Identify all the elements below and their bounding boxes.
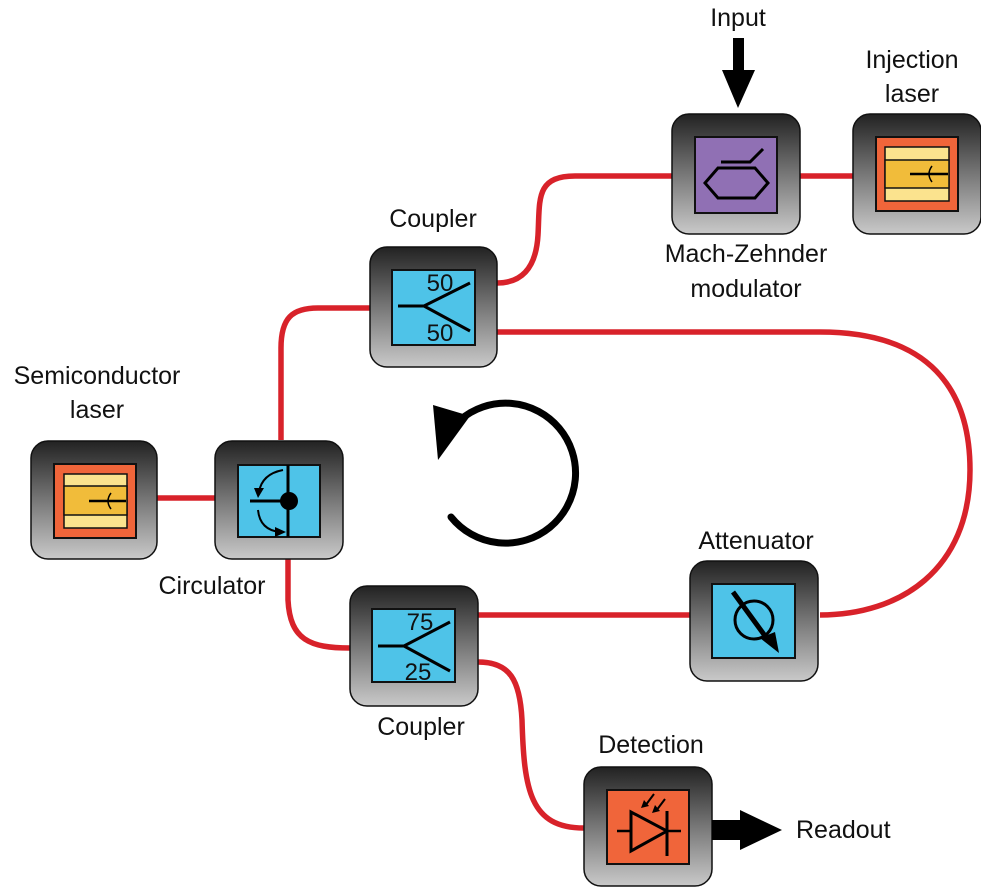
semiconductor-laser-label-line2: laser [70,396,124,424]
loop-direction-icon [433,399,580,547]
semiconductor-laser-label-line1: Semiconductor [14,362,181,390]
mzm-label-line2: modulator [690,275,801,303]
fiber-coupler-bottom-to-detection [477,659,585,831]
coupler-top-ratio-bottom: 50 [427,320,454,347]
coupler-top-ratio-top: 50 [427,270,454,297]
fiber-coupler-top-to-circulator [278,305,370,440]
semiconductor-laser-module[interactable] [30,440,158,560]
coupler-icon [378,620,451,673]
fiber-circulator-to-coupler-bottom [285,558,351,651]
detection-label: Detection [598,731,704,759]
coupler-bottom-module[interactable]: 75 25 [349,585,479,707]
laser-icon [63,473,128,529]
coupler-bottom-label: Coupler [377,713,465,741]
coupler-bottom-ratio-bottom: 25 [405,659,432,686]
readout-label: Readout [796,816,891,844]
coupler-top-label: Coupler [389,205,477,233]
circulator-icon [250,465,298,537]
coupler-icon [398,281,471,333]
circulator-label: Circulator [159,572,266,600]
mzm-module[interactable] [671,113,801,235]
input-label: Input [710,4,766,32]
input-group: Input [710,4,766,108]
fiber-loop-right [497,329,973,618]
readout-arrow-icon [712,810,782,850]
injection-laser-label-line2: laser [885,80,939,108]
coupler-bottom-ratio-top: 75 [407,609,434,636]
laser-icon [884,146,950,202]
attenuator-module[interactable] [689,560,819,682]
attenuator-icon [730,590,779,653]
attenuator-label: Attenuator [698,527,813,555]
coupler-top-module[interactable]: 50 50 [369,246,498,368]
fiber-mzm-to-coupler-top [496,173,672,286]
mzm-label-line1: Mach-Zehnder [665,240,828,268]
injection-laser-label-line1: Injection [865,46,958,74]
fiber-paths [157,173,973,831]
input-arrow-icon [722,38,755,108]
detection-module[interactable] [583,766,713,887]
modulator-icon [703,147,770,200]
circulator-module[interactable] [214,440,344,560]
injection-laser-module[interactable] [852,113,981,235]
photodiode-icon [617,793,681,856]
